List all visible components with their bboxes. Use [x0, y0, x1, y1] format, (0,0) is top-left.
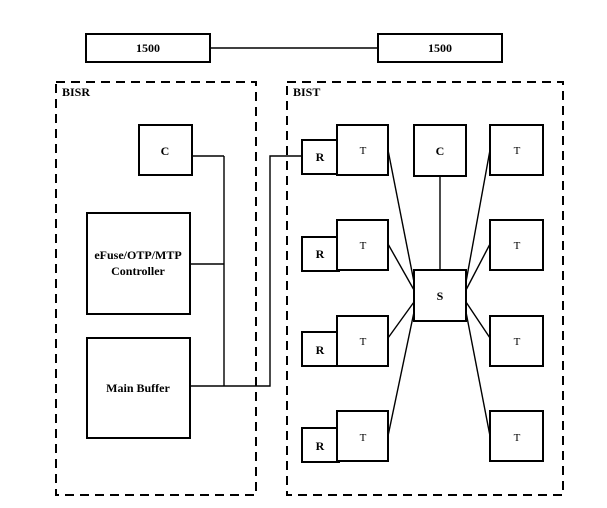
- r-label: R: [316, 439, 325, 453]
- bisr-c-box: C: [138, 124, 193, 176]
- bist-row-2: R T: [301, 219, 389, 272]
- r-box: [301, 331, 340, 367]
- t-box: [336, 315, 389, 367]
- t-box: [336, 124, 389, 176]
- t-label: T: [360, 240, 367, 252]
- bist-right-t-2: T: [489, 219, 544, 271]
- bist-row-3: R T: [301, 315, 389, 367]
- t-label: T: [360, 336, 367, 348]
- bist-s-box: S: [413, 269, 467, 322]
- t-label: T: [360, 432, 367, 444]
- buffer-to-repair-wire: [224, 155, 302, 387]
- bist-right-t-3: T: [489, 315, 544, 367]
- t-box: [336, 219, 389, 271]
- bist-test-wires: [387, 149, 491, 437]
- r-label: R: [316, 343, 325, 357]
- bist-c-box: C: [413, 124, 467, 177]
- t-label: T: [514, 432, 521, 444]
- bist-right-t-4: T: [489, 410, 544, 462]
- top-right-box: 1500: [377, 33, 503, 63]
- controller-label-line2: Controller: [111, 264, 165, 278]
- bisr-c-label: C: [161, 144, 170, 158]
- bisr-title: BISR: [62, 85, 90, 99]
- bist-right-t-1: T: [489, 124, 544, 176]
- top-left-box: 1500: [85, 33, 211, 63]
- r-box: [301, 427, 340, 463]
- bist-c-label: C: [436, 144, 445, 158]
- r-box: [301, 236, 340, 272]
- r-label: R: [316, 247, 325, 261]
- bist-row-1: R T: [301, 124, 389, 176]
- t-box: [336, 410, 389, 462]
- main-buffer-label: Main Buffer: [106, 381, 170, 395]
- t-label: T: [360, 145, 367, 157]
- bisr-region: BISR: [55, 81, 257, 496]
- controller-label-line1: eFuse/OTP/MTP: [94, 248, 181, 262]
- top-left-label: 1500: [136, 41, 160, 55]
- t-label: T: [514, 336, 521, 348]
- bisr-bus-wires: [190, 155, 225, 387]
- t-label: T: [514, 145, 521, 157]
- efuse-controller-box: eFuse/OTP/MTP Controller: [86, 212, 191, 315]
- bist-title: BIST: [293, 85, 320, 99]
- bist-row-4: R T: [301, 410, 389, 463]
- bist-region: BIST: [286, 81, 564, 496]
- r-label: R: [316, 150, 325, 164]
- top-right-label: 1500: [428, 41, 452, 55]
- main-buffer-box: Main Buffer: [86, 337, 191, 439]
- t-label: T: [514, 240, 521, 252]
- bist-s-label: S: [437, 289, 444, 303]
